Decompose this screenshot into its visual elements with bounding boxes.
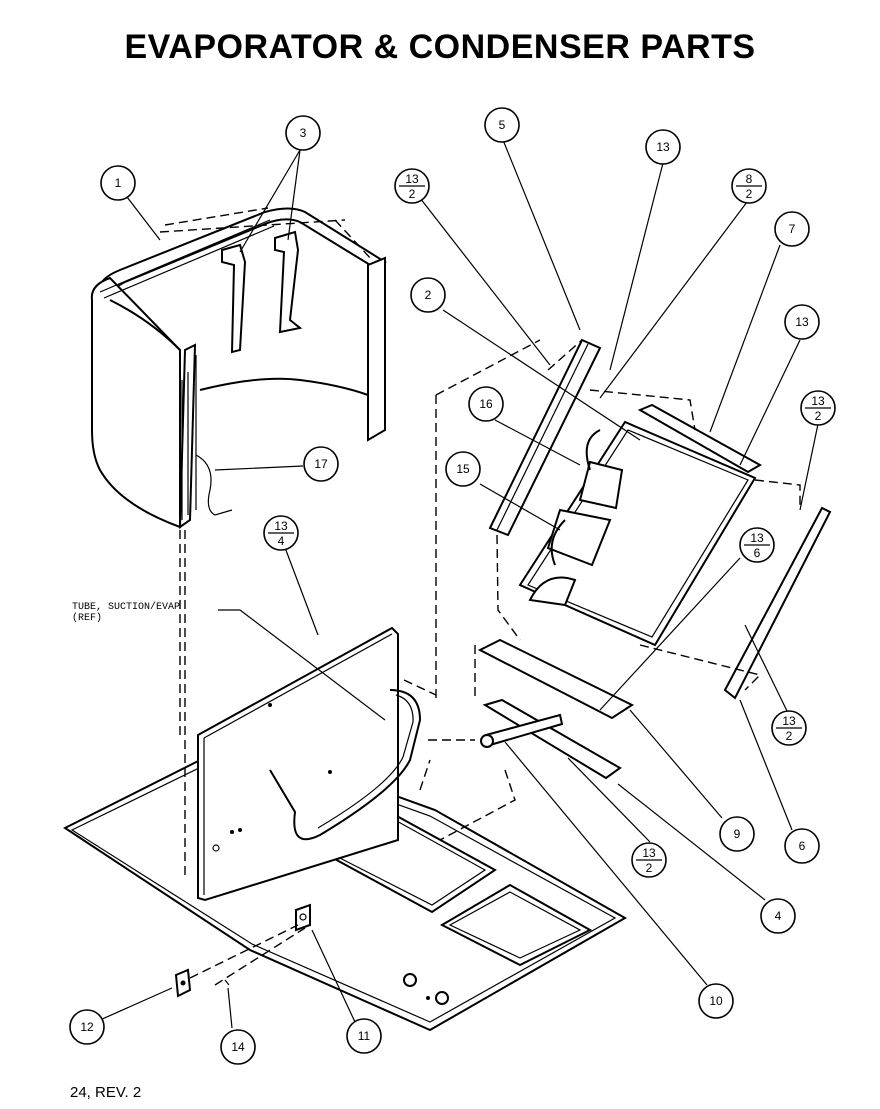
callout-c17: 17	[303, 446, 339, 482]
callout-c1: 1	[100, 165, 136, 201]
callout-bottom-number: 2	[646, 861, 653, 875]
evaporator-coil	[90, 207, 387, 529]
alignment-lines	[179, 339, 541, 880]
callout-number: 15	[456, 462, 470, 476]
callout-c8-2: 82	[731, 168, 767, 204]
callout-number: 1	[115, 176, 122, 190]
callout-circle	[645, 129, 681, 165]
callout-circle	[484, 107, 520, 143]
callout-c13b: 13	[784, 304, 820, 340]
callout-number: 4	[775, 909, 782, 923]
callout-circle	[100, 165, 136, 201]
callout-c14: 14	[220, 1029, 256, 1065]
callout-c5: 5	[484, 107, 520, 143]
callout-c16: 16	[468, 386, 504, 422]
callout-number: 9	[734, 827, 741, 841]
callout-circle	[220, 1029, 256, 1065]
callout-number: 14	[231, 1040, 245, 1054]
callout-bottom-number: 2	[746, 187, 753, 201]
callout-top-number: 13	[405, 172, 419, 186]
callout-bottom-number: 6	[754, 546, 761, 560]
callout-c13-2a: 132	[394, 168, 430, 204]
callout-c3: 3	[285, 115, 321, 151]
callout-c11: 11	[346, 1018, 382, 1054]
callout-number: 3	[300, 126, 307, 140]
callout-c13-6: 136	[739, 527, 775, 563]
tube-suction-label: TUBE, SUCTION/EVAP (REF)	[72, 602, 181, 624]
footer-revision: 24, REV. 2	[70, 1084, 142, 1101]
callout-c13-2b: 132	[800, 390, 836, 426]
callout-c13-2c: 132	[771, 710, 807, 746]
callout-top-number: 13	[274, 519, 288, 533]
callout-number: 16	[479, 397, 493, 411]
callout-bottom-number: 4	[278, 534, 285, 548]
callout-circle	[468, 386, 504, 422]
callout-c10: 10	[698, 983, 734, 1019]
callout-number: 10	[709, 994, 723, 1008]
callout-number: 11	[358, 1029, 371, 1043]
callout-top-number: 13	[750, 531, 764, 545]
partition-panel	[197, 626, 422, 902]
callout-number: 17	[314, 457, 328, 471]
callout-c2: 2	[410, 277, 446, 313]
callout-bottom-number: 2	[815, 409, 822, 423]
callout-circle	[69, 1009, 105, 1045]
callout-number: 2	[425, 288, 432, 302]
callout-c13-4: 134	[263, 515, 299, 551]
callout-c13a: 13	[645, 129, 681, 165]
callout-c7: 7	[774, 211, 810, 247]
callout-circle	[346, 1018, 382, 1054]
condenser-assembly	[428, 338, 832, 841]
callout-number: 12	[80, 1020, 94, 1034]
callout-circle	[445, 451, 481, 487]
callout-number: 5	[499, 118, 506, 132]
callout-top-number: 13	[782, 714, 796, 728]
callout-c4: 4	[760, 898, 796, 934]
callout-top-number: 13	[811, 394, 825, 408]
callout-circle	[698, 983, 734, 1019]
callout-c15: 15	[445, 451, 481, 487]
callout-number: 7	[789, 222, 796, 236]
callout-circle	[760, 898, 796, 934]
page-title: EVAPORATOR & CONDENSER PARTS	[124, 28, 756, 66]
small-hardware	[174, 903, 311, 998]
callout-bottom-number: 2	[786, 729, 793, 743]
callout-circle	[303, 446, 339, 482]
callout-number: 6	[799, 839, 806, 853]
callout-number: 13	[656, 140, 670, 154]
callout-c12: 12	[69, 1009, 105, 1045]
callout-circle	[784, 828, 820, 864]
callout-number: 13	[795, 315, 809, 329]
callout-c6: 6	[784, 828, 820, 864]
callout-top-number: 13	[642, 846, 656, 860]
callout-circle	[285, 115, 321, 151]
coil-bracket	[221, 230, 303, 354]
callout-top-number: 8	[746, 172, 753, 186]
callout-bottom-number: 2	[409, 187, 416, 201]
callout-circle	[774, 211, 810, 247]
callout-group: 1317134513132827213132161513613296132410…	[69, 107, 836, 1065]
callout-c9: 9	[719, 816, 755, 852]
callout-circle	[410, 277, 446, 313]
leader-lines	[99, 139, 819, 1029]
callout-c13-2d: 132	[631, 842, 667, 878]
callout-circle	[719, 816, 755, 852]
callout-circle	[784, 304, 820, 340]
